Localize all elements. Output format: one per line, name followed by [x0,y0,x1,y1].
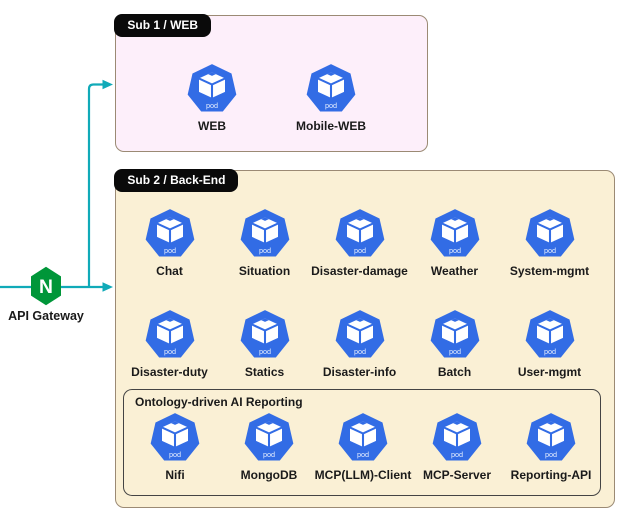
pod-label: WEB [198,119,226,133]
kubernetes-pod-icon [239,309,291,359]
pod-mcp-server: MCP-Server [410,412,504,482]
pod-weather: Weather [407,208,502,278]
pod-mobile-web: Mobile-WEB [281,63,381,133]
gateway-line-to-sub1 [87,83,103,287]
pod-web: WEB [162,63,262,133]
pod-label: System-mgmt [509,264,590,278]
kubernetes-pod-icon [429,208,481,258]
pod-batch: Batch [407,309,502,379]
kubernetes-pod-icon [337,412,389,462]
kubernetes-pod-icon [186,63,238,113]
pod-label: Disaster-info [322,365,397,379]
pod-nifi: Nifi [128,412,222,482]
pod-label: User-mgmt [517,365,582,379]
kubernetes-pod-icon [429,309,481,359]
kubernetes-pod-icon [144,309,196,359]
pod-statics: Statics [217,309,312,379]
kubernetes-pod-icon [144,208,196,258]
nginx-icon: N [31,266,61,306]
sub2-pod-row-1: Chat Situation Disaster-damage Weather S… [122,208,597,278]
kubernetes-pod-icon [305,63,357,113]
pod-label: Weather [430,264,479,278]
pod-chat: Chat [122,208,217,278]
kubernetes-pod-icon [239,208,291,258]
svg-text:N: N [39,277,53,298]
pod-label: MCP-Server [422,468,492,482]
kubernetes-pod-icon [243,412,295,462]
subnet-sub2-title-tab: Sub 2 / Back-End [114,169,239,193]
pod-label: Statics [244,365,285,379]
sub2-pod-row-2: Disaster-duty Statics Disaster-info Batc… [122,309,597,379]
pod-label: Mobile-WEB [296,119,366,133]
kubernetes-pod-icon [334,208,386,258]
pod-label: Disaster-duty [131,365,208,379]
pod-system-mgmt: System-mgmt [502,208,597,278]
pod-label: MCP(LLM)-Client [314,468,412,482]
kubernetes-pod-icon [524,309,576,359]
pod-disaster-info: Disaster-info [312,309,407,379]
pod-mcp-llm-client: MCP(LLM)-Client [314,412,412,482]
subnet-sub1-web: Sub 1 / WEB WEB Mobile-WEB [114,14,428,152]
ontology-reporting-group-title: Ontology-driven AI Reporting [135,395,303,409]
pod-label: Reporting-API [510,468,592,482]
pod-label: Batch [437,365,472,379]
ontology-pod-row: Nifi MongoDB MCP(LLM)-Client MCP-Server … [128,412,598,482]
pod-disaster-duty: Disaster-duty [122,309,217,379]
pod-mongodb: MongoDB [222,412,316,482]
pod-situation: Situation [217,208,312,278]
sub1-pod-row: WEB Mobile-WEB [116,63,427,133]
pod-label: Nifi [165,468,185,482]
api-gateway-label: API Gateway [8,309,84,323]
pod-disaster-damage: Disaster-damage [311,208,408,278]
pod-user-mgmt: User-mgmt [502,309,597,379]
arrowhead-sub2 [102,282,113,292]
kubernetes-pod-icon [525,412,577,462]
pod-label: MongoDB [240,468,298,482]
pod-label: Situation [238,264,291,278]
kubernetes-pod-icon [334,309,386,359]
pod-label: Disaster-damage [311,264,408,278]
pod-label: Chat [156,264,183,278]
subnet-sub1-title-tab: Sub 1 / WEB [114,14,212,38]
kubernetes-pod-icon [431,412,483,462]
arrowhead-sub1 [102,79,113,90]
subnet-sub2-backend: Sub 2 / Back-End Chat Situation Disaster… [114,169,615,508]
api-gateway-node: N API Gateway [6,266,86,323]
kubernetes-pod-icon [524,208,576,258]
pod-reporting-api: Reporting-API [504,412,598,482]
kubernetes-pod-icon [149,412,201,462]
ontology-reporting-group: Ontology-driven AI Reporting Nifi MongoD… [123,389,601,496]
